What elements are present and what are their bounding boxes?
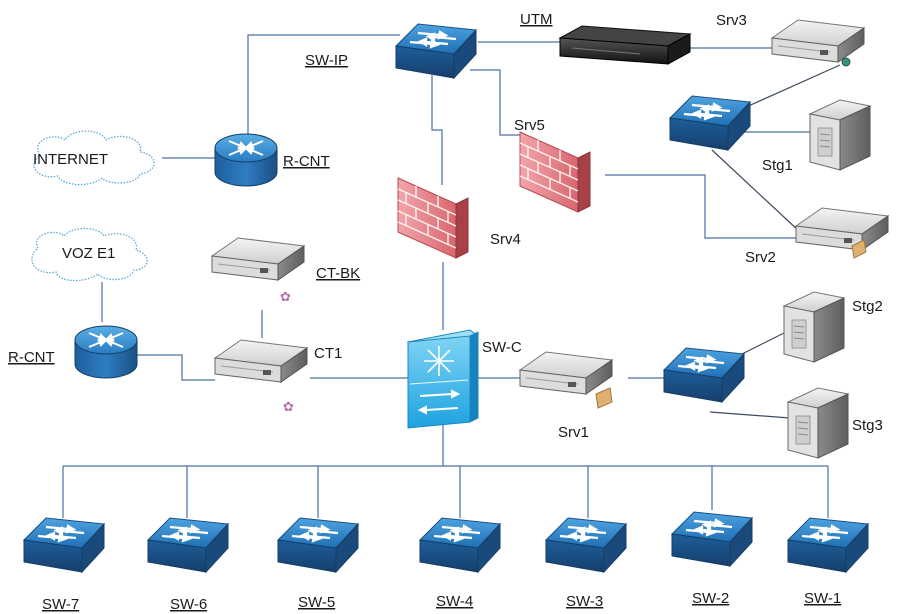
access-switch-sw-4[interactable]: SW-4 xyxy=(418,516,502,610)
stg1-storage[interactable]: Stg1 xyxy=(762,99,871,174)
sw-ip-switch[interactable]: SW-IP xyxy=(305,22,478,80)
status-light-icon xyxy=(841,57,851,67)
storage-switch[interactable] xyxy=(662,346,746,404)
ct-bk-label: CT-BK xyxy=(316,265,360,282)
srv5-firewall[interactable]: Srv5 xyxy=(514,117,591,213)
port-tag-icon xyxy=(851,239,867,259)
r-cnt-bottom-router[interactable]: R-CNT xyxy=(8,325,138,379)
voz-e1-label: VOZ E1 xyxy=(62,245,115,262)
r-cnt-top-label: R-CNT xyxy=(283,153,330,170)
switch-icon xyxy=(670,510,754,568)
connections xyxy=(62,34,841,518)
switch-icon xyxy=(418,516,502,574)
sw-c-core-switch[interactable]: SW-C xyxy=(406,329,522,429)
access-switch-sw-2[interactable]: SW-2 xyxy=(670,510,754,607)
r-cnt-top-router[interactable]: R-CNT xyxy=(214,133,330,187)
voz-e1-cloud: VOZ E1 xyxy=(31,227,148,282)
ct1-label: CT1 xyxy=(314,345,342,362)
router-icon xyxy=(214,133,278,187)
switch-icon xyxy=(276,516,360,574)
srv1-label: Srv1 xyxy=(558,424,589,441)
ct-bk-server[interactable]: ✿ CT-BK xyxy=(211,237,360,305)
access-switch-label: SW-5 xyxy=(298,594,335,611)
ct1-server[interactable]: ✿ CT1 xyxy=(214,339,342,415)
access-switch-sw-5[interactable]: SW-5 xyxy=(276,516,360,611)
access-switch-sw-1[interactable]: SW-1 xyxy=(786,516,870,607)
stg3-label: Stg3 xyxy=(852,417,883,434)
server-icon xyxy=(795,207,889,251)
srv2-label: Srv2 xyxy=(745,249,776,266)
server-icon xyxy=(211,237,305,281)
server-icon xyxy=(771,19,865,63)
switch-icon xyxy=(668,94,752,152)
utm-appliance[interactable]: UTM xyxy=(520,11,692,65)
stg2-storage[interactable]: Stg2 xyxy=(783,291,883,363)
internet-label: INTERNET xyxy=(33,151,108,168)
tower-server-icon xyxy=(783,291,845,363)
srv5-label: Srv5 xyxy=(514,117,545,134)
r-cnt-bottom-label: R-CNT xyxy=(8,349,55,366)
stg1-label: Stg1 xyxy=(762,157,793,174)
srv3-server[interactable]: Srv3 xyxy=(716,12,865,67)
access-switch-sw-7[interactable]: SW-7 xyxy=(22,516,106,613)
access-switch-label: SW-2 xyxy=(692,590,729,607)
cloud-icon xyxy=(31,227,148,282)
switch-icon xyxy=(394,22,478,80)
server-icon xyxy=(214,339,308,383)
core-switch-icon xyxy=(406,329,480,429)
internet-cloud: INTERNET xyxy=(33,130,155,186)
srv4-firewall[interactable]: Srv4 xyxy=(397,177,521,259)
access-switch-label: SW-6 xyxy=(170,596,207,613)
access-switch-sw-6[interactable]: SW-6 xyxy=(146,516,230,613)
access-switch-label: SW-4 xyxy=(436,593,473,610)
utm-label: UTM xyxy=(520,11,553,28)
switch-icon xyxy=(146,516,230,574)
port-tag-icon xyxy=(595,387,613,409)
tower-server-icon xyxy=(787,387,849,459)
utm-appliance-icon xyxy=(558,25,692,65)
sw-c-label: SW-C xyxy=(482,339,522,356)
firewall-icon xyxy=(397,177,469,259)
tower-server-icon xyxy=(809,99,871,171)
router-icon xyxy=(74,325,138,379)
switch-icon xyxy=(544,516,628,574)
stg3-storage[interactable]: Stg3 xyxy=(787,387,883,459)
stg2-label: Stg2 xyxy=(852,298,883,315)
firewall-icon xyxy=(519,131,591,213)
gear-icon: ✿ xyxy=(280,290,291,305)
switch-icon xyxy=(786,516,870,574)
switch-icon xyxy=(662,346,746,404)
access-switch-label: SW-7 xyxy=(42,596,79,613)
sw-ip-label: SW-IP xyxy=(305,52,348,69)
srv4-label: Srv4 xyxy=(490,231,521,248)
access-switch-label: SW-3 xyxy=(566,593,603,610)
srv1-server[interactable]: Srv1 xyxy=(519,351,613,441)
access-switch-sw-3[interactable]: SW-3 xyxy=(544,516,628,610)
srv2-server[interactable]: Srv2 xyxy=(745,207,889,266)
srv3-label: Srv3 xyxy=(716,12,747,29)
dmz-switch[interactable] xyxy=(668,94,752,152)
gear-icon: ✿ xyxy=(283,400,294,415)
access-switch-label: SW-1 xyxy=(804,590,841,607)
server-icon xyxy=(519,351,613,395)
switch-icon xyxy=(22,516,106,574)
cloud-icon xyxy=(33,130,155,186)
